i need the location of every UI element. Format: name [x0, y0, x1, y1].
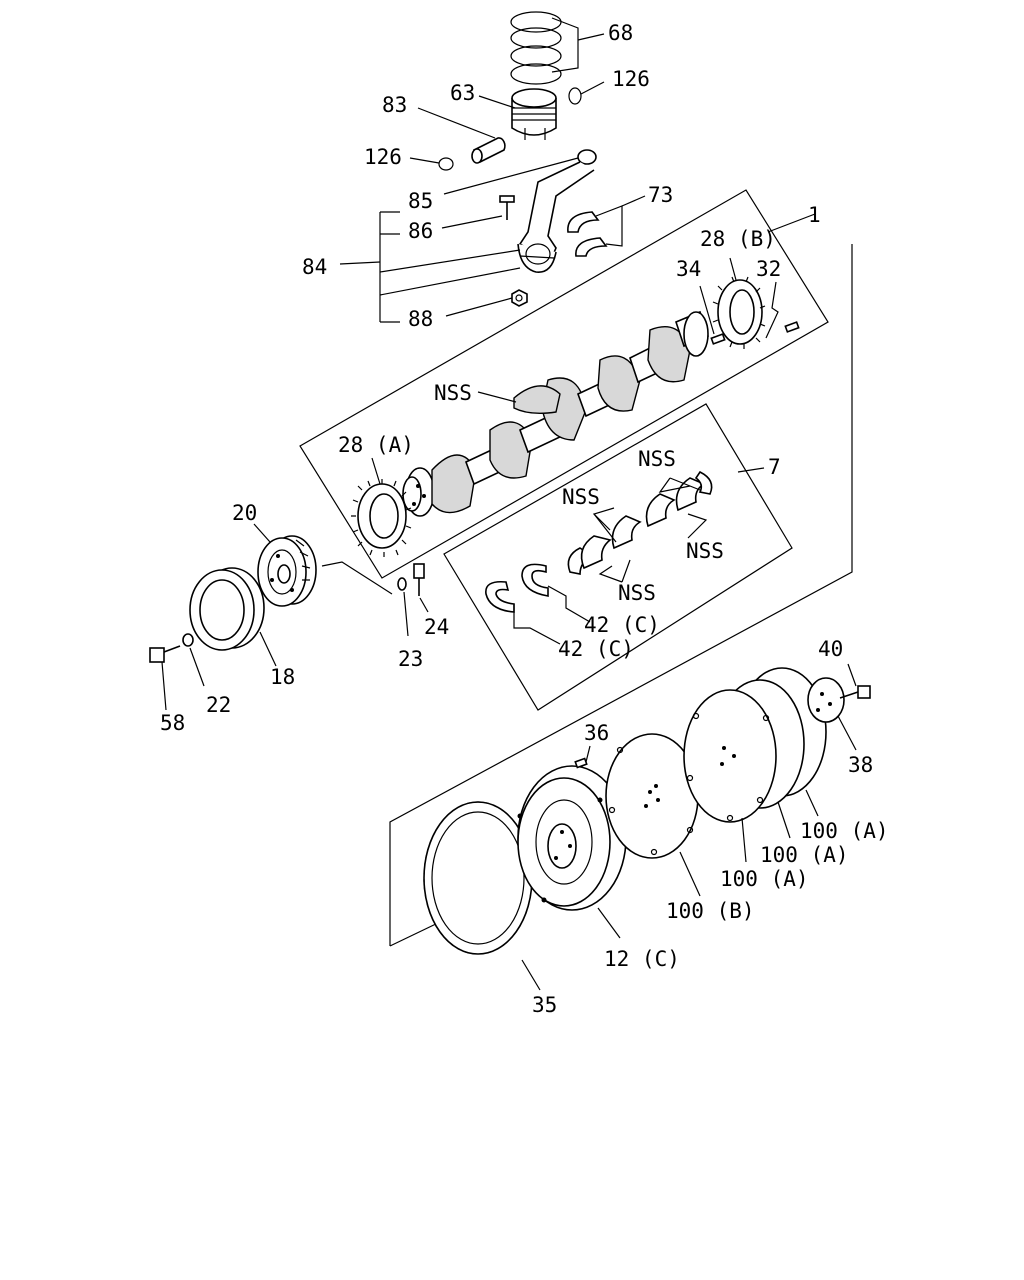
reinforcement-plate-38 — [807, 677, 845, 723]
piston-rings — [510, 11, 562, 85]
label-18: 18 — [270, 665, 295, 689]
label-42c-lower: 42 (C) — [558, 637, 634, 661]
label-34: 34 — [676, 257, 701, 281]
crankshaft — [402, 310, 709, 517]
bolt-24 — [413, 563, 425, 596]
washer-22 — [182, 633, 194, 647]
label-42c-upper: 42 (C) — [584, 613, 660, 637]
label-84: 84 — [302, 255, 327, 279]
rod-bolt — [499, 195, 515, 220]
label-nss-top: NSS — [638, 447, 676, 471]
label-1: 1 — [808, 203, 821, 227]
label-28a: 28 (A) — [338, 433, 414, 457]
label-nss-bottom: NSS — [618, 581, 656, 605]
pin-32 — [784, 321, 800, 333]
bolt-58 — [149, 645, 181, 663]
label-20: 20 — [232, 501, 257, 525]
damper — [189, 567, 265, 651]
bracket-84 — [339, 211, 521, 323]
label-nss-crank: NSS — [434, 381, 472, 405]
label-22: 22 — [206, 693, 231, 717]
label-85: 85 — [408, 189, 433, 213]
flywheel-group-frame — [389, 244, 853, 947]
label-36: 36 — [584, 721, 609, 745]
crank-pulley — [257, 535, 317, 607]
label-100b: 100 (B) — [666, 899, 755, 923]
thrust-washers — [485, 563, 591, 645]
bolt-40 — [839, 685, 871, 699]
label-126-upper: 126 — [612, 67, 650, 91]
label-73: 73 — [648, 183, 673, 207]
label-86: 86 — [408, 219, 433, 243]
label-126-lower: 126 — [364, 145, 402, 169]
rod-nut — [511, 289, 528, 307]
label-83: 83 — [382, 93, 407, 117]
label-12c: 12 (C) — [604, 947, 680, 971]
flex-plates-a — [683, 667, 827, 823]
timing-gear-a — [351, 479, 412, 557]
ring-gear — [423, 801, 533, 955]
label-7: 7 — [768, 455, 781, 479]
label-40: 40 — [818, 637, 843, 661]
pin-34 — [710, 333, 726, 345]
label-38: 38 — [848, 753, 873, 777]
label-35: 35 — [532, 993, 557, 1017]
piston-pin — [471, 137, 506, 164]
label-58: 58 — [160, 711, 185, 735]
label-23: 23 — [398, 647, 423, 671]
label-100a-3: 100 (A) — [720, 867, 809, 891]
snap-ring-upper — [568, 87, 582, 105]
label-nss-left: NSS — [562, 485, 600, 509]
ring-leader-lines — [551, 17, 605, 73]
snap-ring-lower — [438, 157, 454, 171]
rod-bearings — [567, 195, 646, 257]
piston — [511, 88, 557, 140]
label-100a-2: 100 (A) — [760, 843, 849, 867]
label-32: 32 — [756, 257, 781, 281]
label-28b: 28 (B) — [700, 227, 776, 251]
label-nss-right: NSS — [686, 539, 724, 563]
label-63: 63 — [450, 81, 475, 105]
label-100a-1: 100 (A) — [800, 819, 889, 843]
dowel-36 — [574, 757, 588, 769]
washer-23 — [397, 577, 407, 591]
bearing-nss-leaders — [592, 477, 708, 583]
crankshaft-group-frame — [299, 189, 829, 579]
bearing-group-frame — [443, 403, 793, 711]
label-24: 24 — [424, 615, 449, 639]
connecting-rod — [517, 149, 597, 273]
timing-gear-b — [712, 276, 766, 349]
main-bearings — [567, 470, 713, 575]
label-88: 88 — [408, 307, 433, 331]
flywheel — [517, 765, 627, 911]
label-68: 68 — [608, 21, 633, 45]
